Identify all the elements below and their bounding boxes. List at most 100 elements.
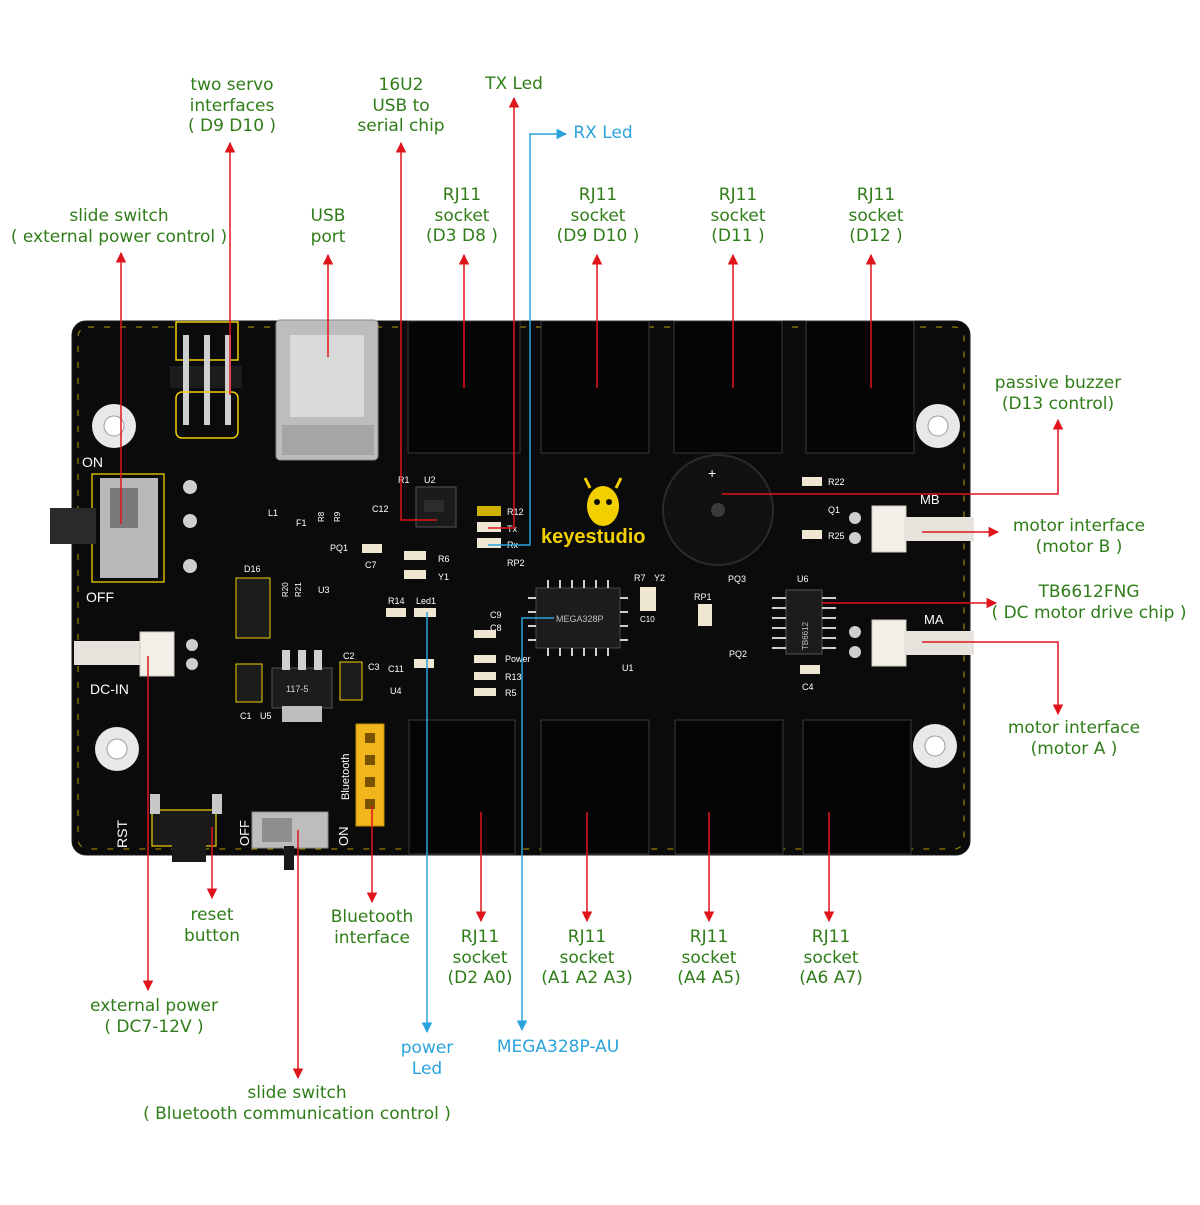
annotation-line: (D12 ) (849, 226, 903, 247)
annotation-line: RX Led (573, 123, 633, 143)
annotation-line: Led (411, 1058, 443, 1079)
mounting-hole-bottom-right (913, 724, 957, 768)
motor-a-connector (849, 619, 974, 667)
arrows-red (115, 96, 1064, 1080)
silk-rp1: RP1 (694, 592, 712, 602)
silk-led1: Led1 (416, 596, 436, 606)
rj11-socket-d9-d10 (540, 320, 650, 454)
voltage-regulator (271, 650, 333, 722)
silk-r5: R5 (505, 688, 517, 698)
capacitor-c1 (235, 663, 263, 703)
silk-r14: R14 (388, 596, 405, 606)
label-slide-switch-power: slide switch( external power control ) (11, 206, 227, 247)
label-rx-led: RX Led (573, 123, 632, 144)
silk-dc-in: DC-IN (90, 681, 129, 697)
bluetooth-header (355, 723, 385, 827)
silk-rp2: RP2 (507, 558, 525, 568)
silk-c7: C7 (365, 560, 377, 570)
silk-tx: Tx (507, 524, 517, 534)
mounting-hole-top-right (916, 404, 960, 448)
rj11-socket-d12 (805, 320, 915, 454)
annotation-line: socket (681, 947, 737, 968)
silk-rst: RST (114, 820, 130, 848)
annotation-line: passive buzzer (994, 373, 1122, 393)
silk-y2: Y2 (654, 573, 665, 583)
silk-r9: R9 (333, 511, 342, 522)
annotation-line: socket (559, 947, 615, 968)
silk-r13: R13 (505, 672, 522, 682)
annotation-line: ( Bluetooth communication control ) (143, 1103, 451, 1124)
mounting-hole-top-left (92, 404, 136, 448)
silk-c10: C10 (640, 615, 655, 624)
annotation-line: (A1 A2 A3) (541, 968, 633, 989)
silk-u2: U2 (424, 475, 436, 485)
silk-off-power: OFF (86, 589, 114, 605)
silk-c8: C8 (490, 623, 502, 633)
silk-d16: D16 (244, 564, 261, 574)
arrows-blue (421, 128, 568, 1034)
silk-c1: C1 (240, 711, 252, 721)
keyestudio-logo (583, 477, 623, 526)
silk-c9: C9 (490, 610, 502, 620)
silk-q1: Q1 (828, 505, 840, 515)
silk-mb: MB (920, 492, 940, 507)
annotation-line: slide switch (69, 206, 169, 226)
reset-button (150, 794, 222, 862)
silk-on-power: ON (82, 454, 103, 470)
silk-u3: U3 (318, 585, 330, 595)
annotation-line: two servo (190, 75, 274, 95)
silk-c11: C11 (388, 664, 404, 674)
silk-f1: F1 (296, 518, 307, 528)
annotation-line: socket (434, 205, 490, 226)
silk-c12: C12 (372, 504, 389, 514)
label-passive-buzzer: passive buzzer(D13 control) (995, 373, 1121, 414)
silk-r6: R6 (438, 554, 450, 564)
label-slide-switch-bluetooth: slide switch( Bluetooth communication co… (143, 1083, 451, 1124)
rj11-socket-a6-a7 (802, 719, 912, 855)
rj11-socket-d11 (673, 320, 783, 454)
silk-chip-atmega: MEGA328P (556, 614, 604, 624)
usb-serial-chip (415, 486, 457, 528)
annotation-line: socket (710, 205, 766, 226)
annotation-line: TB6612FNG (1038, 582, 1140, 602)
svg-text:+: + (708, 465, 716, 481)
arrow-usbchip (395, 141, 437, 521)
label-mega328p-au: MEGA328P-AU (497, 1037, 619, 1058)
silk-bluetooth: Bluetooth (340, 754, 352, 800)
annotation-line: serial chip (357, 116, 445, 137)
silk-r8: R8 (317, 511, 326, 522)
annotation-line: port (310, 226, 346, 247)
mounting-hole-bottom-left (95, 727, 139, 771)
annotation-line: socket (803, 947, 859, 968)
silk-power: Power (505, 654, 531, 664)
annotation-line: (A4 A5) (677, 968, 741, 989)
annotation-line: RJ11 (718, 185, 758, 205)
tx-rx-leds (477, 506, 501, 548)
silk-u1: U1 (622, 663, 634, 673)
silk-bt-off: OFF (237, 820, 252, 846)
annotation-line: RJ11 (460, 927, 500, 947)
annotation-line: (D2 A0) (447, 968, 513, 989)
annotation-line: ( DC motor drive chip ) (991, 602, 1187, 623)
silk-r20: R20 (281, 582, 290, 597)
annotation-line: 16U2 (378, 75, 424, 95)
annotation-line: (D9 D10 ) (556, 226, 640, 247)
small-smd-parts (362, 477, 822, 696)
annotation-line: (D11 ) (711, 226, 765, 247)
bluetooth-slide-switch (251, 811, 329, 870)
label-tx-led: TX Led (485, 74, 543, 95)
label-motor-b: motor interface(motor B ) (1013, 516, 1145, 557)
silk-r22: R22 (828, 477, 845, 487)
annotation-line: (D13 control) (1001, 393, 1115, 414)
silk-pq2: PQ2 (729, 649, 747, 659)
silk-r1: R1 (398, 475, 410, 485)
annotation-line: (D3 D8 ) (426, 226, 498, 247)
